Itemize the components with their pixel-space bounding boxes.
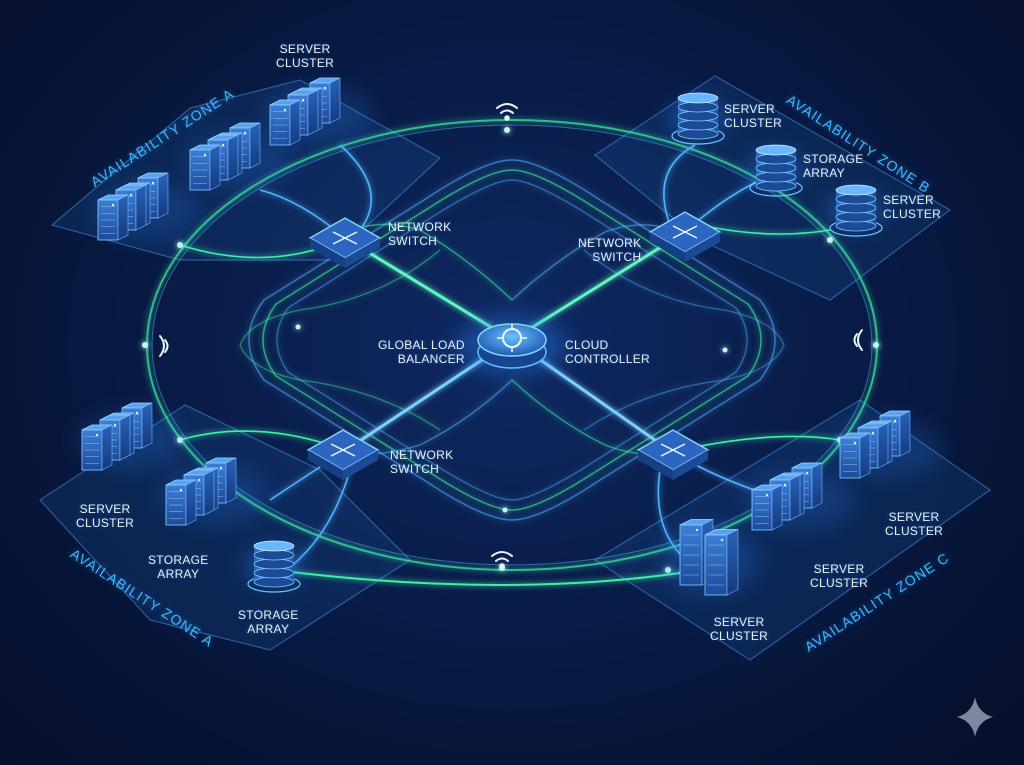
server-rack-icon bbox=[81, 424, 113, 471]
database-stack-icon[interactable] bbox=[746, 144, 806, 197]
sparkle-icon bbox=[957, 697, 993, 737]
network-switch-icon-bottom-right[interactable] bbox=[636, 429, 710, 480]
server-cluster[interactable] bbox=[183, 122, 293, 191]
server-rack-icon bbox=[97, 194, 129, 241]
server-rack-icon bbox=[704, 529, 739, 596]
server-cluster[interactable] bbox=[833, 410, 943, 479]
database-stacks bbox=[244, 92, 886, 593]
network-loops bbox=[239, 159, 785, 521]
server-cluster[interactable] bbox=[263, 77, 373, 146]
database-stack-icon[interactable] bbox=[826, 184, 886, 237]
server-rack-icon bbox=[751, 484, 783, 531]
server-cluster[interactable] bbox=[745, 462, 855, 531]
database-stack-icon[interactable] bbox=[244, 540, 304, 593]
network-switch-icon-top-right[interactable] bbox=[648, 211, 722, 262]
network-switch-icon-bottom-left[interactable] bbox=[306, 429, 380, 480]
load-balancer-icon[interactable] bbox=[457, 315, 567, 375]
server-clusters bbox=[75, 77, 943, 596]
server-rack-icon bbox=[165, 479, 197, 526]
server-rack-icon bbox=[189, 144, 221, 191]
server-cluster[interactable] bbox=[660, 519, 760, 596]
network-switch-icon-top-left[interactable] bbox=[308, 217, 382, 268]
wifi-signal-icon bbox=[159, 103, 863, 569]
database-stack-icon[interactable] bbox=[668, 92, 728, 145]
server-rack-icon bbox=[839, 432, 871, 479]
server-cluster[interactable] bbox=[159, 457, 269, 526]
server-cluster[interactable] bbox=[91, 172, 201, 241]
server-cluster[interactable] bbox=[75, 402, 185, 471]
